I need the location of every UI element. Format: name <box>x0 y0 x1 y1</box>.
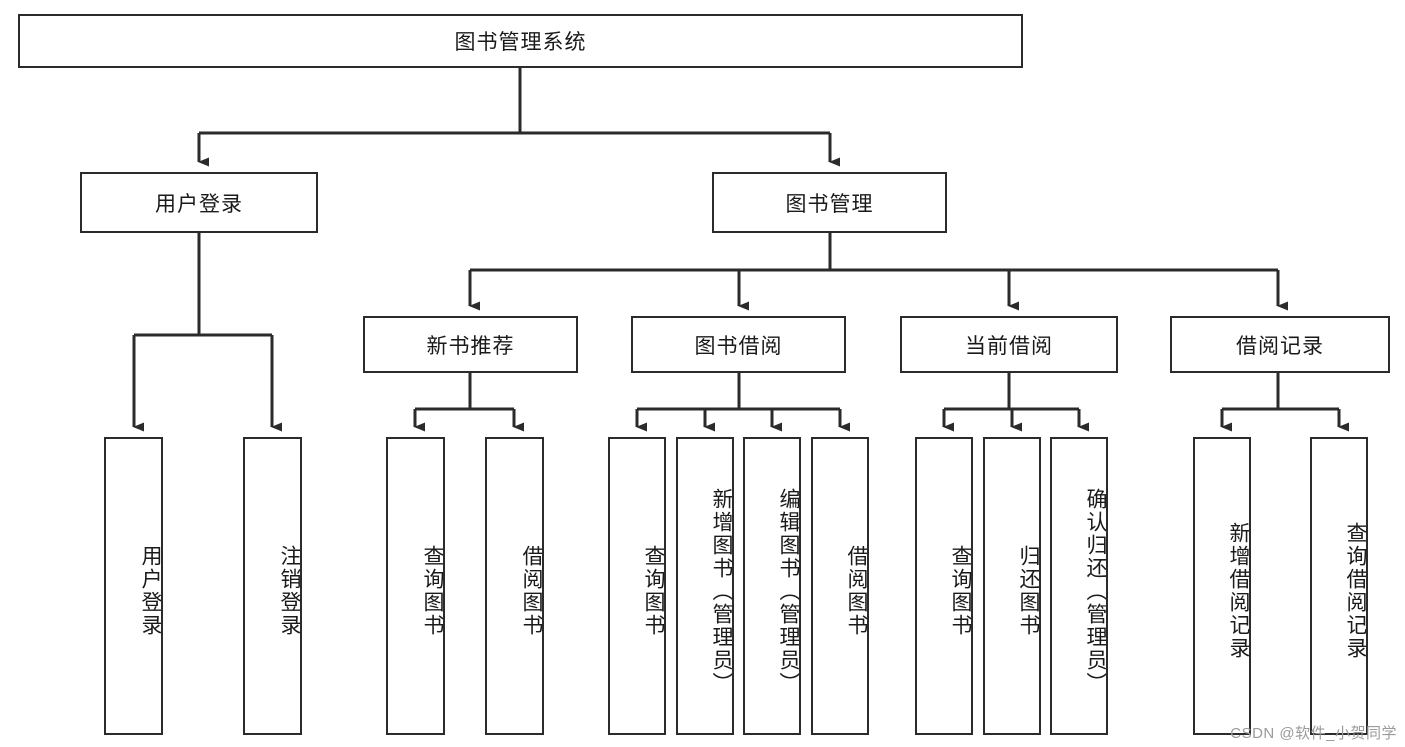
node-book-manage[interactable]: 图书管理 <box>712 172 947 233</box>
node-leaf-borrow-book-1[interactable]: 借阅图书 <box>485 437 544 735</box>
node-leaf-edit-book[interactable]: 编辑图书（管理员） <box>743 437 801 735</box>
node-label: 查询图书 <box>642 545 665 637</box>
node-borrow-record[interactable]: 借阅记录 <box>1170 316 1390 373</box>
node-leaf-query-book-3[interactable]: 查询图书 <box>915 437 973 735</box>
node-book-borrow[interactable]: 图书借阅 <box>631 316 846 373</box>
node-label: 新增图书（管理员） <box>710 487 733 695</box>
node-label: 查询图书 <box>421 545 444 637</box>
node-label: 查询借阅记录 <box>1344 522 1367 660</box>
node-label: 图书管理系统 <box>454 31 587 54</box>
node-label: 查询图书 <box>949 545 972 637</box>
node-label: 编辑图书（管理员） <box>777 487 800 695</box>
node-leaf-user-login[interactable]: 用户登录 <box>104 437 163 735</box>
node-root-system[interactable]: 图书管理系统 <box>18 14 1023 68</box>
node-leaf-return-book[interactable]: 归还图书 <box>983 437 1041 735</box>
node-leaf-query-book-2[interactable]: 查询图书 <box>608 437 666 735</box>
node-label: 借阅记录 <box>1236 334 1324 358</box>
node-new-book-recommend[interactable]: 新书推荐 <box>363 316 578 373</box>
node-label: 用户登录 <box>155 192 243 216</box>
node-leaf-add-book[interactable]: 新增图书（管理员） <box>676 437 734 735</box>
node-label: 图书借阅 <box>694 334 783 358</box>
node-label: 归还图书 <box>1017 545 1040 637</box>
node-user-login[interactable]: 用户登录 <box>80 172 318 233</box>
node-label: 借阅图书 <box>520 545 543 637</box>
node-label: 新书推荐 <box>426 334 515 358</box>
node-label: 借阅图书 <box>845 545 868 637</box>
node-label: 用户登录 <box>139 545 162 637</box>
node-label: 当前借阅 <box>965 334 1053 358</box>
node-current-borrow[interactable]: 当前借阅 <box>900 316 1118 373</box>
node-leaf-borrow-book-2[interactable]: 借阅图书 <box>811 437 869 735</box>
watermark-text: CSDN @软件_小贺同学 <box>1230 725 1397 742</box>
node-label: 新增借阅记录 <box>1227 522 1250 660</box>
node-leaf-confirm-return[interactable]: 确认归还（管理员） <box>1050 437 1108 735</box>
node-leaf-query-book-1[interactable]: 查询图书 <box>386 437 445 735</box>
node-label: 注销登录 <box>278 545 301 637</box>
node-leaf-logout[interactable]: 注销登录 <box>243 437 302 735</box>
node-label: 图书管理 <box>785 192 874 216</box>
node-leaf-query-record[interactable]: 查询借阅记录 <box>1310 437 1368 735</box>
node-leaf-add-record[interactable]: 新增借阅记录 <box>1193 437 1251 735</box>
node-label: 确认归还（管理员） <box>1084 487 1107 695</box>
